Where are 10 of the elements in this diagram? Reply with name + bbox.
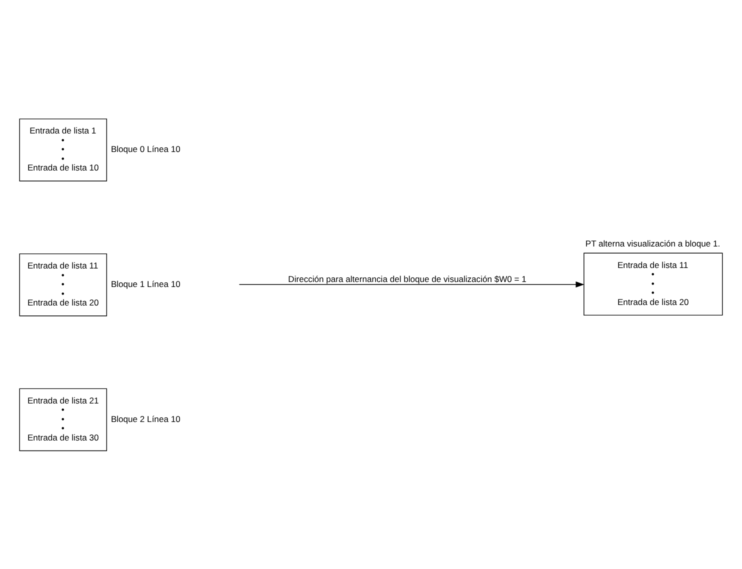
- edge-label: Dirección para alternancia del bloque de visualización $W0 = 1: [288, 274, 526, 284]
- node-label: PT alterna visualización a bloque 1.: [585, 238, 720, 248]
- node-label: Bloque 1 Línea 10: [110, 279, 180, 290]
- node-label: Bloque 0 Línea 10: [110, 144, 180, 154]
- node-box: Entrada de lista 1 • • • Entrada de lista 10: [19, 118, 108, 182]
- node-box: Entrada de lista 11 • • • Entrada de lista 20: [584, 252, 723, 316]
- node-box: Entrada de lista 11 • • • Entrada de lista 20: [19, 253, 108, 316]
- node-box: Entrada de lista 21 • • • Entrada de lista 30: [19, 388, 108, 452]
- node-label: Bloque 2 Línea 10: [110, 414, 180, 424]
- arrow: [238, 282, 584, 288]
